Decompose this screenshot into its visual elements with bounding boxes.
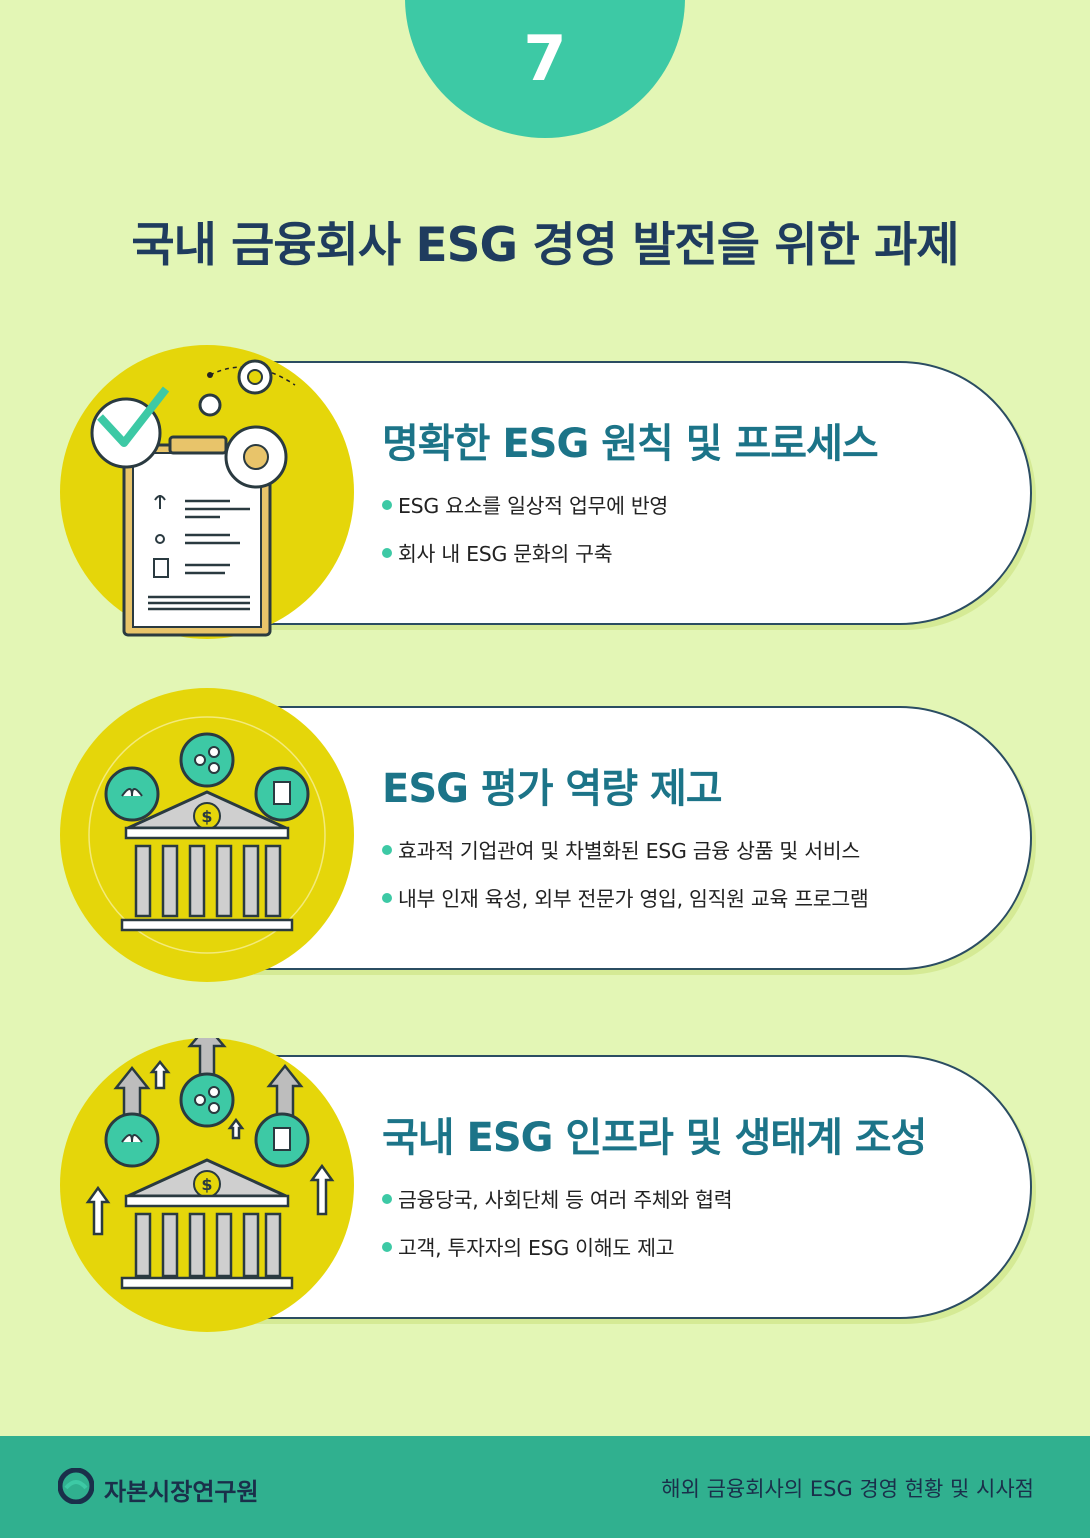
task-bullet: ESG 요소를 일상적 업무에 반영 — [382, 489, 668, 519]
task-card-3: 국내 ESG 인프라 및 생태계 조성 금융당국, 사회단체 등 여러 주체와 … — [250, 1055, 1032, 1319]
page-number: 7 — [523, 22, 567, 95]
page-title: 국내 금융회사 ESG 경영 발전을 위한 과제 — [131, 218, 959, 273]
task-card-2: ESG 평가 역량 제고 효과적 기업관여 및 차별화된 ESG 금융 상품 및… — [250, 706, 1032, 970]
svg-text:$: $ — [201, 1175, 212, 1194]
task-title: 명확한 ESG 원칙 및 프로세스 — [382, 421, 879, 467]
footer-org-name: 자본시장연구원 — [104, 1478, 259, 1506]
kcmi-logo-icon — [58, 1468, 94, 1504]
task-bullet: 내부 인재 육성, 외부 전문가 영입, 임직원 교육 프로그램 — [382, 882, 869, 912]
task-bullet: 효과적 기업관여 및 차별화된 ESG 금융 상품 및 서비스 — [382, 834, 860, 864]
task-bullet: 회사 내 ESG 문화의 구축 — [382, 537, 613, 567]
footer: 자본시장연구원 해외 금융회사의 ESG 경영 현황 및 시사점 — [0, 1436, 1090, 1538]
bank-esg-icon: $ — [60, 688, 354, 982]
task-card-1: 명확한 ESG 원칙 및 프로세스 ESG 요소를 일상적 업무에 반영 회사 … — [250, 361, 1032, 625]
svg-text:$: $ — [201, 807, 212, 826]
task-title: 국내 ESG 인프라 및 생태계 조성 — [382, 1115, 927, 1161]
bank-growth-arrows-icon: $ — [60, 1038, 354, 1332]
footer-doc-title: 해외 금융회사의 ESG 경영 현황 및 시사점 — [661, 1477, 1034, 1501]
task-bullet: 금융당국, 사회단체 등 여러 주체와 협력 — [382, 1183, 733, 1213]
clipboard-checklist-gears-icon — [60, 345, 354, 639]
task-title: ESG 평가 역량 제고 — [382, 766, 723, 812]
task-bullet: 고객, 투자자의 ESG 이해도 제고 — [382, 1231, 675, 1261]
